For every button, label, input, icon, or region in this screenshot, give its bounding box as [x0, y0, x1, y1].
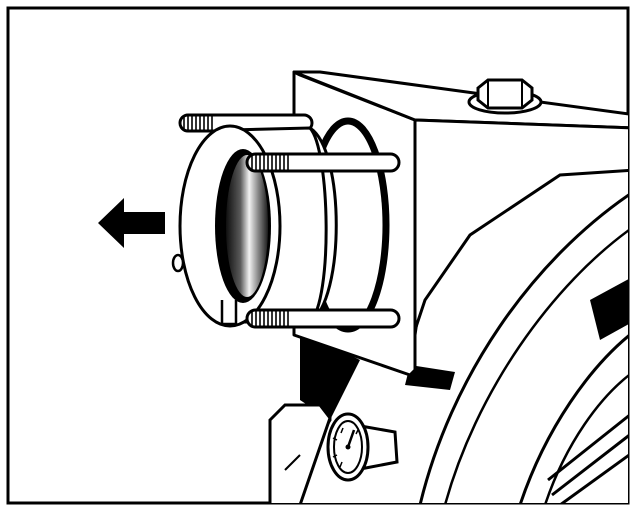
- stud-lower: [245, 308, 401, 329]
- hex-bolt-icon: [467, 78, 543, 115]
- pressure-gauge-icon: [326, 412, 399, 482]
- stud-upper-right: [245, 152, 401, 173]
- direction-arrow-icon: [98, 198, 165, 248]
- lower-bracket: [268, 403, 332, 503]
- pipe-sleeve: [171, 124, 338, 328]
